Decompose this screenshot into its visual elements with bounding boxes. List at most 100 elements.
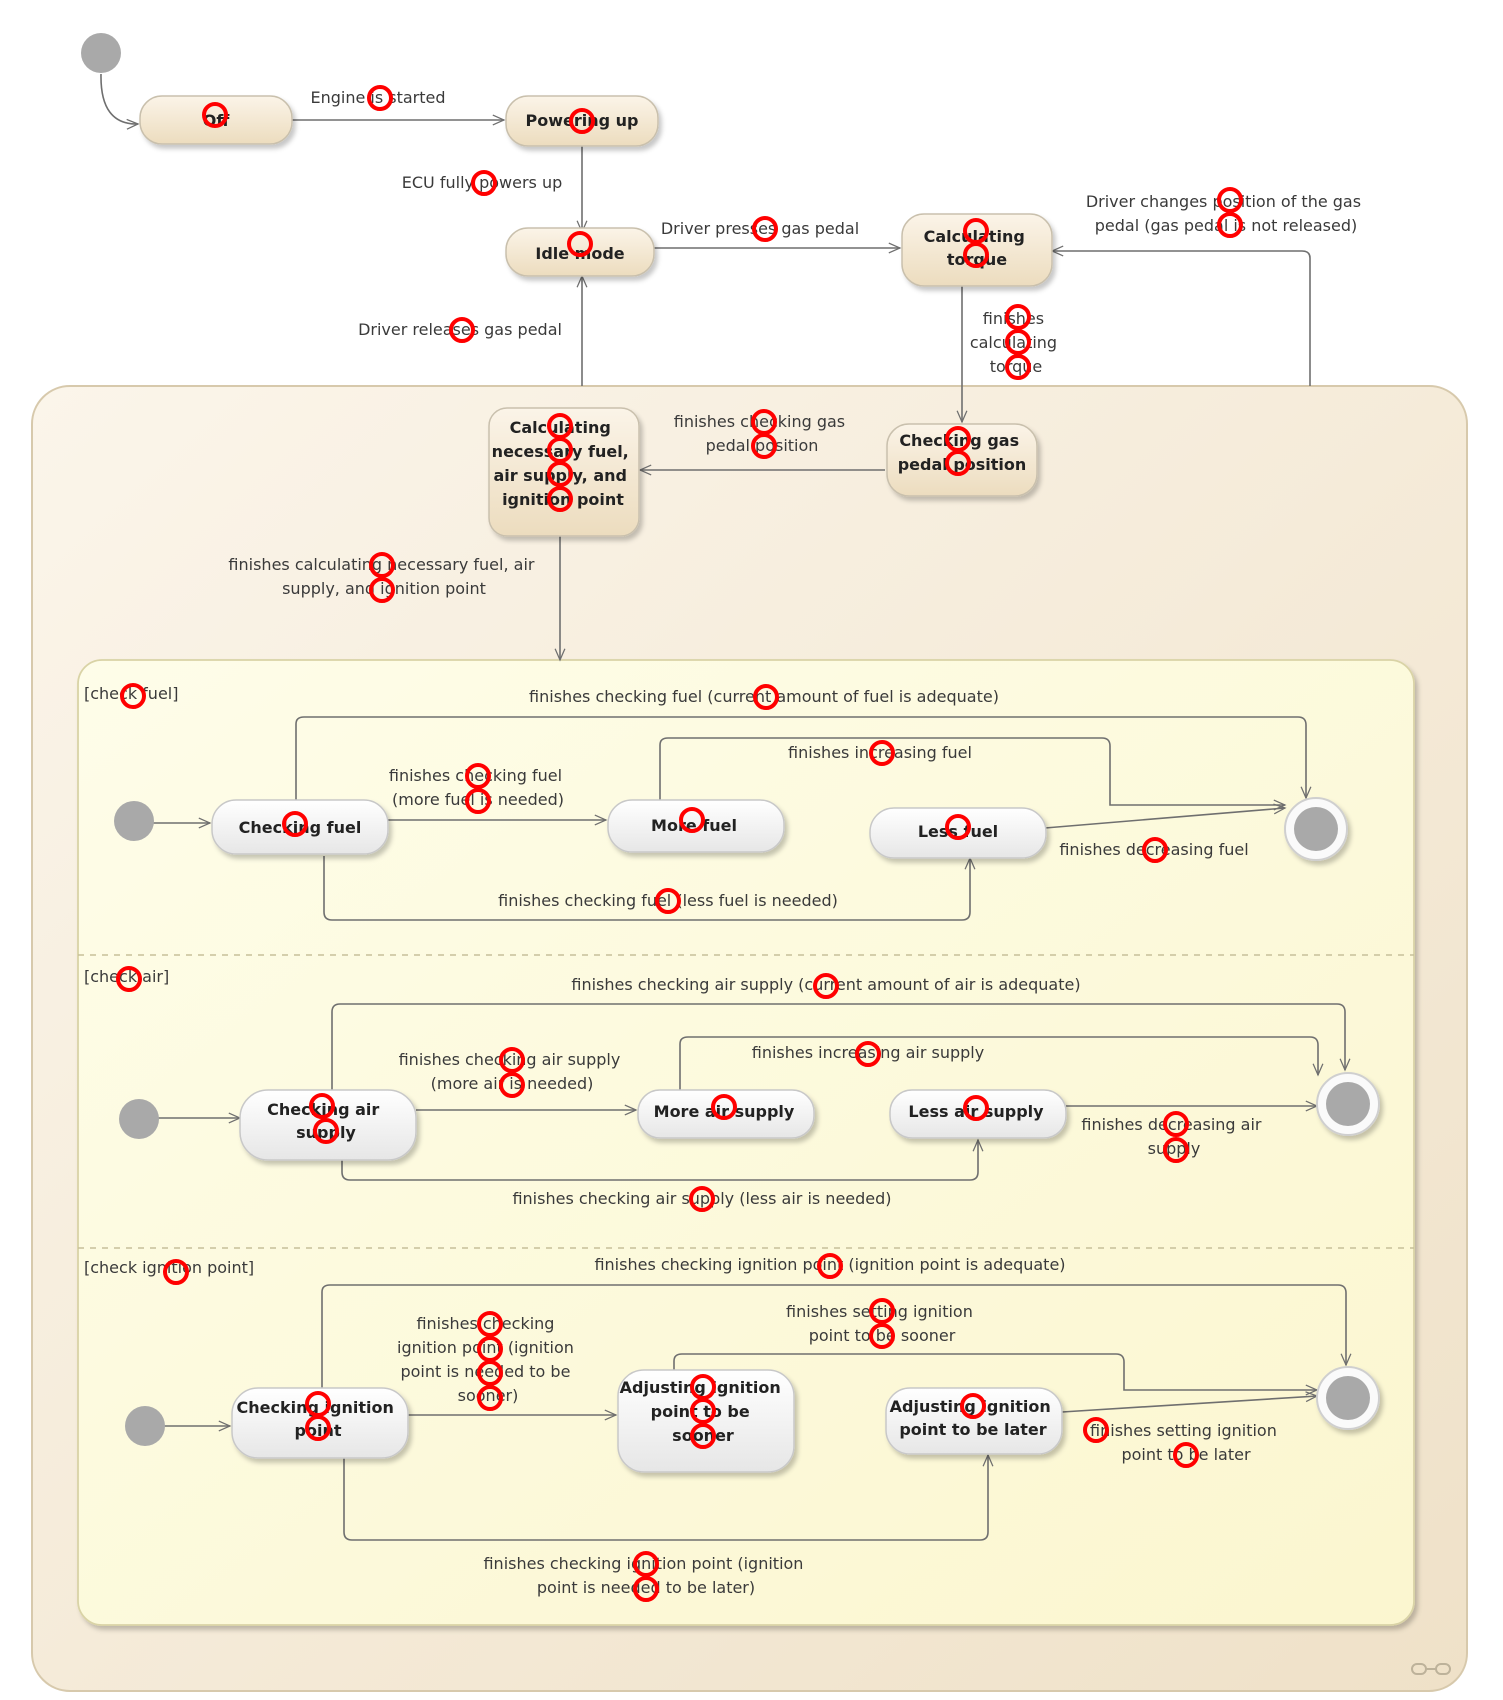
label-ign-sooner-1: finishes checking	[416, 1314, 554, 1333]
state-less-air-supply: Less air supply	[889, 1089, 1067, 1139]
svg-text:finishes checking fuel (less f: finishes checking fuel (less fuel is nee…	[498, 891, 838, 910]
state-more-air-supply: More air supply	[637, 1089, 815, 1139]
final-state-ignition	[1316, 1366, 1380, 1430]
svg-text:Driver presses gas pedal: Driver presses gas pedal	[661, 219, 859, 238]
label-ecu-powers-up: ECU fully powers up	[402, 173, 562, 192]
svg-text:finishes checking gas peda: finishes checking gas pedal position	[674, 412, 850, 455]
svg-text:ECU fully powers up: ECU fully powers up	[402, 173, 562, 192]
label-finishes-calc-torque-2: calculating	[970, 333, 1057, 352]
svg-text:finishes calculating t: finishes calculating torque	[970, 309, 1062, 376]
svg-text:finishes checking air supply: finishes checking air supply (more air i…	[399, 1050, 626, 1093]
svg-text:finishes checking fuel (curren: finishes checking fuel (current amount o…	[529, 687, 999, 706]
state-calculating-torque-line-2: torque	[947, 250, 1007, 269]
state-powering-up-label: Powering up	[526, 111, 639, 130]
state-less-fuel-label: Less fuel	[918, 822, 998, 841]
svg-text:Less fuel: Less fuel	[918, 822, 998, 841]
state-checking-ign-line-1: Checking ignition	[237, 1398, 394, 1417]
label-fuel-more-2: (more fuel is needed)	[392, 790, 564, 809]
region-label-air: [check air]	[84, 967, 169, 986]
label-air-less: finishes checking air supply (less air i…	[512, 1189, 891, 1208]
orthogonal-regions-container	[77, 659, 1415, 1626]
state-calc-fuel-line-4: ignition point	[502, 490, 624, 509]
edges-top	[100, 73, 1311, 660]
state-calc-fuel-line-1: Calculating	[510, 418, 611, 437]
label-ign-set-later-1: finishes setting ignition	[1090, 1421, 1277, 1440]
label-fuel-decreasing: finishes decreasing fuel	[1059, 840, 1248, 859]
state-off: Off	[139, 95, 293, 145]
svg-text:finishes decreasing fuel: finishes decreasing fuel	[1059, 840, 1248, 859]
annotation-markers	[116, 85, 1243, 1602]
label-air-increasing: finishes increasing air supply	[752, 1043, 984, 1062]
label-air-adequate: finishes checking air supply (current am…	[571, 975, 1080, 994]
svg-text:finishes calculating necessary: finishes calculating necessary fuel, air…	[228, 555, 539, 598]
composite-state-icon	[1411, 1663, 1451, 1675]
svg-text:Driver changes position of the: Driver changes position of the gas pedal…	[1086, 192, 1366, 235]
svg-text:Calculating torque: Calculating torque	[924, 227, 1031, 269]
label-finishes-check-gas-2: pedal position	[706, 436, 819, 455]
state-less-air-label: Less air supply	[908, 1102, 1044, 1121]
state-checking-gas-line-1: Checking gas	[899, 431, 1019, 450]
svg-text:finishes increasing fuel: finishes increasing fuel	[788, 743, 972, 762]
svg-text:Adjusting ignition point: Adjusting ignition point to be sooner	[620, 1378, 787, 1445]
state-adj-sooner-line-3: sooner	[672, 1426, 734, 1445]
label-ign-sooner-4: sooner)	[458, 1386, 519, 1405]
svg-text:finishes setting ignition: finishes setting ignition point to be la…	[1090, 1421, 1282, 1464]
svg-text:finishes checking air supply (: finishes checking air supply (current am…	[571, 975, 1080, 994]
state-checking-air-line-2: supply	[296, 1123, 356, 1142]
label-ign-set-sooner-2: point to be sooner	[809, 1326, 956, 1345]
state-calculating-torque-line-1: Calculating	[924, 227, 1025, 246]
state-calc-fuel-line-2: necessary fuel,	[492, 442, 629, 461]
state-calculating-fuel-air-ignition: Calculating necessary fuel, air supply, …	[488, 407, 640, 537]
edges-air	[150, 1003, 1345, 1181]
initial-pseudostate-air	[119, 1099, 159, 1139]
final-state-fuel	[1284, 797, 1348, 861]
region-label-fuel: [check fuel]	[84, 684, 178, 703]
label-driver-presses-gas: Driver presses gas pedal	[661, 219, 859, 238]
label-ign-later-1: finishes checking ignition point (igniti…	[483, 1554, 803, 1573]
label-air-more-2: (more air is needed)	[431, 1074, 594, 1093]
state-adj-sooner-line-2: point to be	[651, 1402, 750, 1421]
label-driver-changes-gas-2: pedal (gas pedal is not released)	[1095, 216, 1358, 235]
initial-pseudostate-fuel	[114, 801, 154, 841]
state-adjusting-ignition-later: Adjusting ignition point to be later	[885, 1387, 1063, 1455]
label-ign-later-2: point is needed to be later)	[537, 1578, 755, 1597]
svg-text:Driver releases gas pedal: Driver releases gas pedal	[358, 320, 562, 339]
final-state-air	[1316, 1072, 1380, 1136]
state-more-fuel: More fuel	[607, 799, 785, 853]
region-label-ignition: [check ignition point]	[84, 1258, 254, 1277]
svg-text:Checking fuel: Checking fuel	[239, 818, 362, 837]
state-adj-later-line-2: point to be later	[899, 1420, 1046, 1439]
svg-text:finishes setting ignition: finishes setting ignition point to be so…	[786, 1302, 978, 1345]
svg-text:Checking gas pedal posit: Checking gas pedal position	[898, 431, 1027, 474]
svg-text:finishes checking ignition: finishes checking ignition point (igniti…	[397, 1314, 579, 1405]
initial-pseudostate-ignition	[125, 1406, 165, 1446]
label-air-more-1: finishes checking air supply	[399, 1050, 621, 1069]
state-more-air-label: More air supply	[654, 1102, 795, 1121]
label-fuel-adequate: finishes checking fuel (current amount o…	[529, 687, 999, 706]
edges-ignition	[155, 1284, 1346, 1541]
state-checking-air-supply: Checking air supply	[239, 1089, 417, 1161]
label-fuel-more-1: finishes checking fuel	[389, 766, 562, 785]
svg-text:More fuel: More fuel	[651, 816, 737, 835]
label-ign-set-sooner-1: finishes setting ignition	[786, 1302, 973, 1321]
label-ign-sooner-3: point is needed to be	[400, 1362, 570, 1381]
label-engine-started: Engine is started	[310, 88, 445, 107]
label-ign-adequate: finishes checking ignition point (igniti…	[594, 1255, 1065, 1274]
state-checking-gas-line-2: pedal position	[898, 455, 1027, 474]
svg-text:More air supply: More air supply	[654, 1102, 795, 1121]
state-checking-fuel: Checking fuel	[211, 799, 389, 855]
svg-text:Adjusting ignition point: Adjusting ignition point to be later	[890, 1397, 1057, 1439]
state-checking-air-line-1: Checking air	[267, 1100, 379, 1119]
state-idle-mode: Idle mode	[505, 227, 655, 277]
label-fuel-increasing: finishes increasing fuel	[788, 743, 972, 762]
svg-text:Less air supply: Less air supply	[908, 1102, 1044, 1121]
label-finishes-calc-fuel-2: supply, and ignition point	[282, 579, 486, 598]
state-more-fuel-label: More fuel	[651, 816, 737, 835]
svg-text:Calculating necessary fu: Calculating necessary fuel, air supply, …	[492, 418, 635, 509]
label-air-decreasing-2: supply	[1148, 1139, 1201, 1158]
state-powering-up: Powering up	[505, 95, 659, 147]
svg-text:finishes checking ignition poi: finishes checking ignition point (igniti…	[483, 1554, 808, 1597]
label-finishes-calc-torque-3: torque	[990, 357, 1043, 376]
svg-text:Powering up: Powering up	[526, 111, 639, 130]
